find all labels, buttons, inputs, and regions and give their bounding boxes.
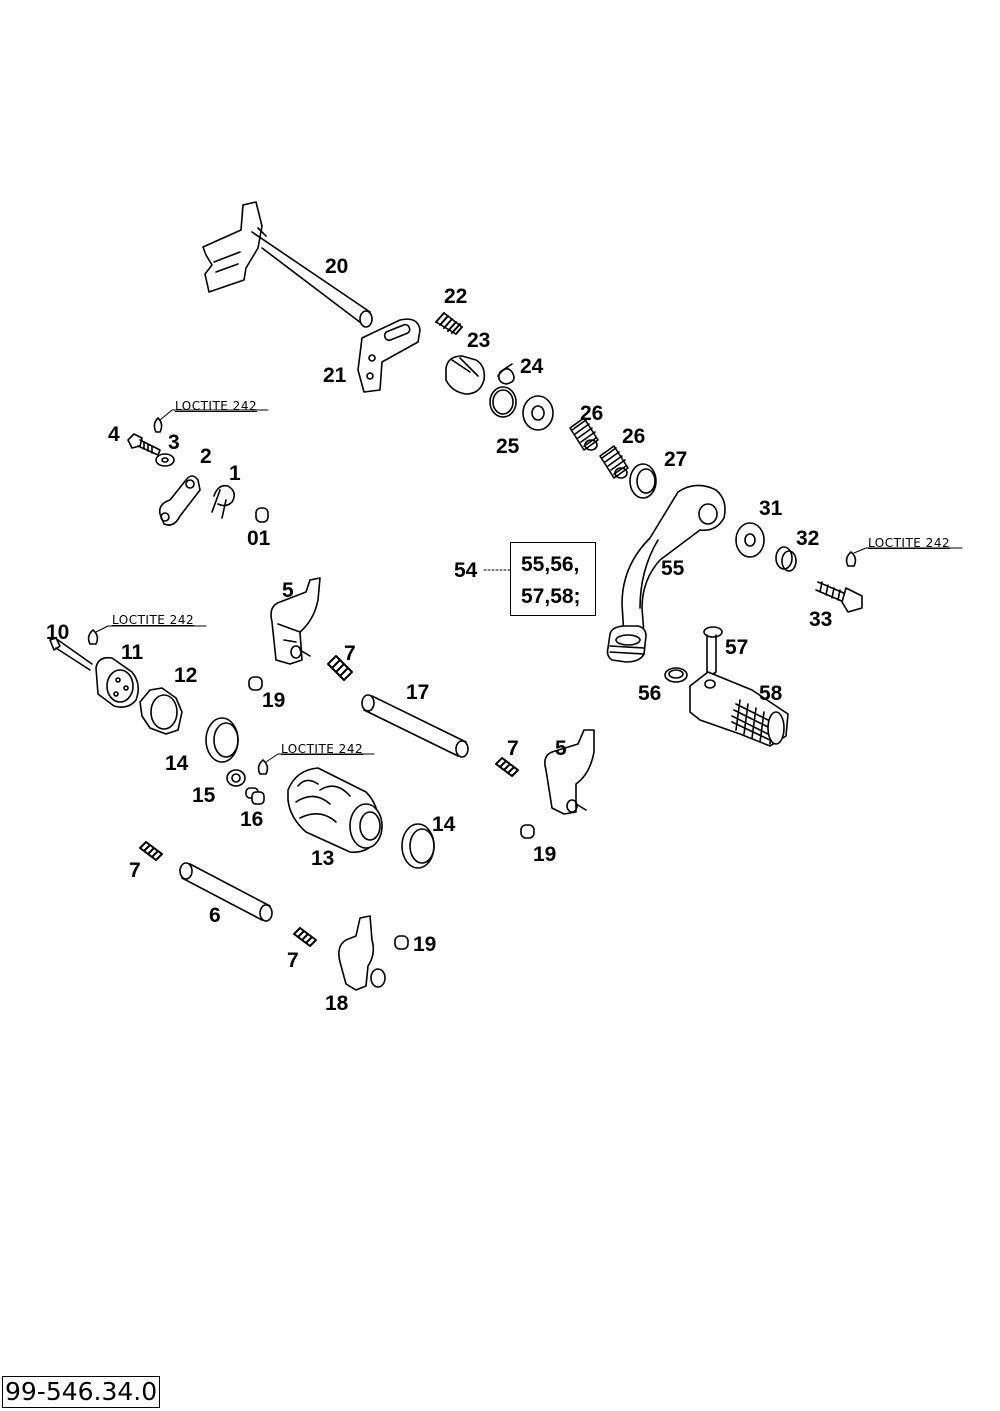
part-27-seal [629, 463, 657, 499]
callout-4: 4 [108, 423, 120, 446]
callout-27: 27 [664, 448, 688, 471]
part-56-ring [664, 667, 688, 683]
part-1-spring [211, 484, 236, 519]
part-23-clip [445, 355, 486, 395]
callout-24: 24 [520, 355, 544, 378]
part-19-roller [248, 676, 535, 950]
part-01-bush [255, 507, 269, 523]
callout-19: 19 [262, 689, 286, 712]
part-31-washer [735, 522, 765, 558]
callout-7: 7 [344, 642, 356, 665]
callout-33: 33 [809, 608, 833, 631]
callout-26: 26 [622, 425, 646, 448]
callout-32: 32 [796, 527, 820, 550]
drawing-number: 99-546.34.0 [2, 1376, 161, 1408]
callout-5: 5 [282, 579, 294, 602]
callout-6: 6 [209, 904, 221, 927]
callout-12: 12 [174, 664, 198, 687]
part-55-shift-lever [606, 484, 726, 663]
part-2-lever [158, 475, 201, 526]
part-16-bush [245, 787, 265, 805]
part-20-shift-shaft [202, 201, 373, 328]
part-13-shift-drum [287, 767, 383, 853]
callout-01: 01 [247, 527, 271, 550]
callout-7: 7 [507, 737, 519, 760]
kit-contents-box: 55,56, 57,58; [510, 542, 596, 616]
callout-20: 20 [325, 255, 349, 278]
part-6-rail [179, 862, 273, 922]
callout-21: 21 [323, 364, 347, 387]
part-18-shift-fork [338, 915, 386, 991]
kit-line-2: 57,58; [521, 585, 581, 608]
part-58-footrest [689, 671, 789, 747]
callout-23: 23 [467, 329, 491, 352]
callout-55: 55 [661, 557, 685, 580]
loctite-note: LOCTITE 242 [868, 536, 951, 550]
callout-7: 7 [129, 859, 141, 882]
kit-line-1: 55,56, [521, 553, 580, 576]
callout-14: 14 [432, 813, 456, 836]
callout-26: 26 [580, 402, 604, 425]
callout-13: 13 [311, 847, 335, 870]
callout-57: 57 [725, 636, 749, 659]
loctite-note: LOCTITE 242 [281, 742, 364, 756]
part-26-needle-bearing [569, 417, 629, 479]
part-25-ring [489, 386, 554, 431]
leader-lines [95, 409, 963, 763]
callout-19: 19 [533, 843, 557, 866]
part-24-spring-clip [497, 363, 515, 385]
callout-7: 7 [287, 949, 299, 972]
callout-14: 14 [165, 752, 189, 775]
callout-54: 54 [454, 559, 478, 582]
loctite-note: LOCTITE 242 [175, 399, 258, 413]
part-7-spring [139, 655, 519, 947]
callout-31: 31 [759, 497, 783, 520]
loctite-drop-icon [87, 417, 857, 775]
callout-16: 16 [240, 808, 264, 831]
part-21-plate [357, 318, 421, 393]
callout-25: 25 [496, 435, 520, 458]
part-3-washer [155, 453, 175, 467]
loctite-note: LOCTITE 242 [112, 613, 195, 627]
part-22-spring [435, 312, 463, 335]
part-5-shift-fork [270, 577, 595, 815]
callout-17: 17 [406, 681, 430, 704]
callout-5: 5 [555, 737, 567, 760]
part-14-bearing [205, 717, 435, 869]
part-33-bolt [815, 581, 863, 613]
part-12-plate [139, 687, 183, 735]
callout-22: 22 [444, 285, 468, 308]
callout-58: 58 [759, 682, 783, 705]
callout-56: 56 [638, 682, 662, 705]
callout-1: 1 [229, 462, 241, 485]
callout-18: 18 [325, 992, 349, 1015]
part-32-ring [775, 546, 797, 572]
part-4-bolt [127, 433, 161, 456]
part-11-cam [95, 656, 140, 708]
part-10-bolt [49, 637, 93, 671]
callout-10: 10 [46, 621, 70, 644]
part-17-rail [361, 694, 469, 758]
part-15-washer [226, 769, 246, 787]
callout-19: 19 [413, 933, 437, 956]
callout-2: 2 [200, 445, 212, 468]
callout-3: 3 [168, 431, 180, 454]
part-57-pin [703, 626, 723, 675]
callout-11: 11 [121, 641, 144, 664]
callout-15: 15 [192, 784, 216, 807]
